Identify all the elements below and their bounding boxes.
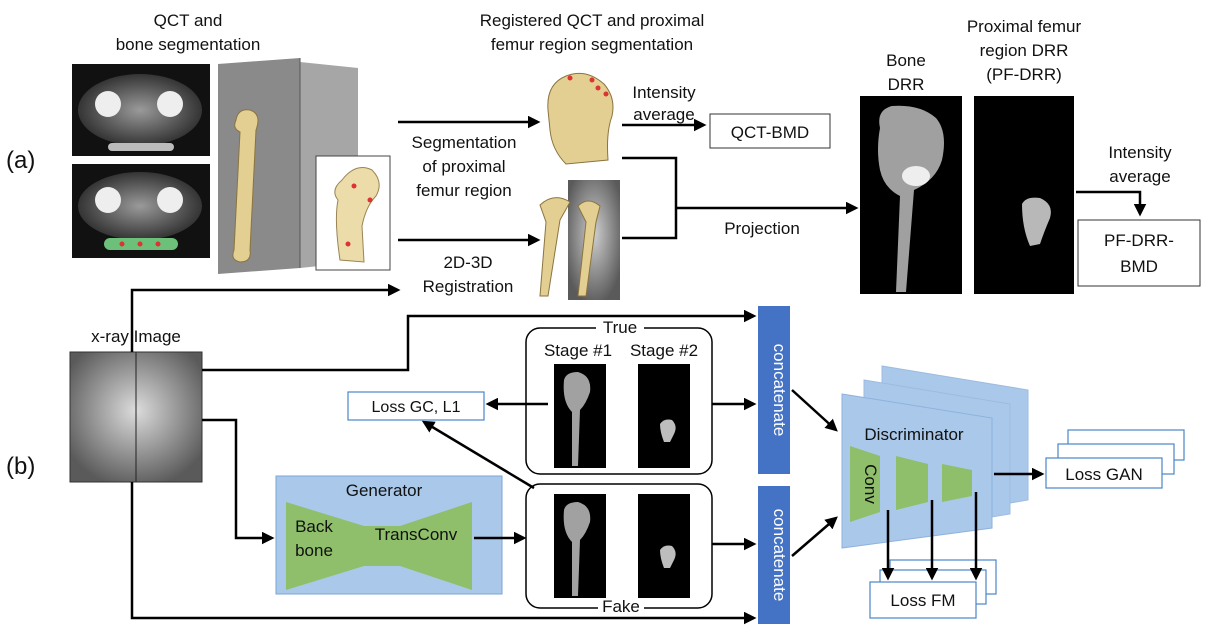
stage2-label: Stage #2 (630, 341, 698, 360)
registered-title-line2: femur region segmentation (491, 35, 693, 54)
pf-drr-title-line3: (PF-DRR) (986, 65, 1062, 84)
intensity-avg-line1: Intensity (632, 83, 696, 102)
fake-label: Fake (602, 597, 640, 616)
concat-top-block (758, 306, 790, 474)
loss-gan-label: Loss GAN (1065, 465, 1142, 484)
bone-drr-image (860, 96, 962, 294)
xray-title: x-ray Image (91, 327, 181, 346)
intensity-avg-line2: average (633, 105, 694, 124)
loss-gc-label: Loss GC, L1 (372, 399, 461, 416)
backbone-line1: Back (295, 517, 333, 536)
bone-drr-title-line1: Bone (886, 51, 926, 70)
projection-label: Projection (724, 219, 800, 238)
proximal-femur-inset (315, 155, 391, 271)
loss-fm-label: Loss FM (890, 591, 955, 610)
qct-bmd-label: QCT-BMD (731, 123, 809, 142)
intensity-avg2-line1: Intensity (1108, 143, 1172, 162)
backbone-line2: bone (295, 541, 333, 560)
seg-label-line3: femur region (416, 181, 511, 200)
pf-drr-bmd-line1: PF-DRR- (1104, 231, 1174, 250)
loss-gan-box (1045, 457, 1163, 489)
xray-to-concat-top-arrow (202, 309, 757, 372)
seg-label-line1: Segmentation (412, 133, 517, 152)
qct-title-line2: bone segmentation (116, 35, 261, 54)
fake-to-loss-gc-arrow (421, 420, 535, 490)
reg-label-line2: Registration (423, 277, 514, 296)
segmented-femur-head (547, 72, 614, 165)
concat-top-to-disc-arrow (791, 389, 838, 432)
registered-pelvis (539, 180, 620, 300)
fake-stage1-image (554, 494, 606, 598)
stage1-label: Stage #1 (544, 341, 612, 360)
pf-drr-bmd-line2: BMD (1120, 257, 1158, 276)
discriminator-label: Discriminator (864, 425, 964, 444)
disc-conv-2 (896, 456, 928, 510)
qct-bmd-box (709, 113, 831, 149)
reg-label-line1: 2D-3D (443, 253, 492, 272)
true-label: True (603, 318, 637, 337)
true-stage1-image (554, 364, 606, 468)
ct-slice-bottom (72, 164, 210, 258)
conv-label: Conv (861, 464, 880, 504)
intensity-avg2-line2: average (1109, 167, 1170, 186)
xray-to-concat-bottom-arrow (130, 482, 757, 625)
concat-bottom-label: concatenate (770, 509, 789, 602)
seg-label-line2: of proximal (422, 157, 505, 176)
pf-drr-bmd-box (1077, 219, 1201, 287)
ct-slice-top (72, 64, 210, 156)
qct-title-line1: QCT and (154, 11, 223, 30)
xray-image (69, 351, 203, 483)
transconv-label: TransConv (375, 525, 458, 544)
projection-connector (622, 156, 678, 240)
registered-title-line1: Registered QCT and proximal (480, 11, 705, 30)
xray-to-generator-arrow (202, 418, 275, 545)
pf-drr-image (974, 96, 1074, 294)
pf-bmd-connector (1076, 190, 1147, 217)
disc-conv-1 (850, 446, 880, 522)
bone-drr-title-line2: DRR (888, 75, 925, 94)
generator-label: Generator (346, 481, 423, 500)
pf-drr-title-line1: Proximal femur (967, 17, 1082, 36)
transconv-shape (400, 502, 472, 590)
backbone-shape (286, 502, 364, 590)
concat-bottom-block (758, 486, 790, 624)
concat-top-label: concatenate (770, 344, 789, 437)
disc-conv-3 (942, 464, 972, 502)
xray-to-registration-arrow (130, 283, 401, 352)
panel-b-tag: (b) (6, 453, 35, 480)
loss-fm-box (869, 581, 977, 619)
fake-stage2-image (638, 494, 690, 598)
pf-drr-title-line2: region DRR (980, 41, 1069, 60)
concat-bottom-to-disc-arrow (791, 516, 838, 557)
true-stage2-image (638, 364, 690, 468)
generator-bridge (364, 526, 400, 566)
panel-a-tag: (a) (6, 147, 35, 174)
loss-gc-box (347, 391, 485, 421)
